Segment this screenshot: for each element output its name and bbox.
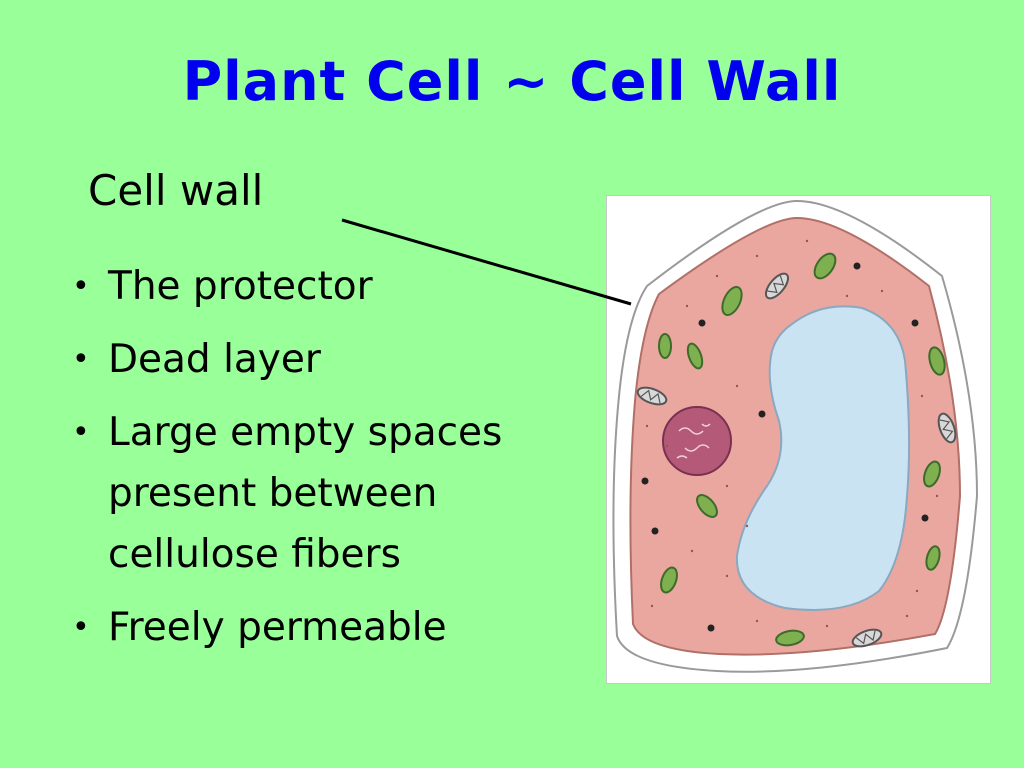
bullet-text: Freely permeable <box>108 605 447 650</box>
bullet-text: Dead layer <box>108 337 321 382</box>
bullet-dot-icon: • <box>72 269 90 304</box>
chloroplast <box>696 494 718 518</box>
granules <box>641 262 929 632</box>
chloroplast <box>923 460 941 488</box>
bullet-list: • The protector • Dead layer • Large empty … <box>72 256 552 670</box>
mitochondrion-cristae <box>767 275 785 294</box>
chloroplast <box>925 545 941 571</box>
bullet-item: • Dead layer <box>72 329 552 390</box>
bullet-text: Large empty spaces present between cellu… <box>108 410 503 577</box>
plant-cell-diagram <box>612 199 979 673</box>
ribosome-dots <box>645 239 939 628</box>
mitochondria <box>636 272 957 648</box>
bullet-item: • Freely permeable <box>72 597 552 658</box>
bullet-item: • Large empty spaces present between cell… <box>72 402 552 585</box>
plant-cell-figure <box>606 195 991 684</box>
chromatin <box>676 423 711 459</box>
cell-wall-heading: Cell wall <box>88 166 264 215</box>
chloroplast <box>686 342 704 370</box>
bullet-dot-icon: • <box>72 415 90 450</box>
chloroplast <box>660 566 678 594</box>
bullet-text: The protector <box>108 264 373 309</box>
chloroplast <box>775 629 805 647</box>
chloroplast <box>813 252 837 280</box>
chloroplast <box>928 346 946 376</box>
chloroplast <box>721 285 743 317</box>
chloroplasts <box>658 252 946 647</box>
slide-title: Plant Cell ~ Cell Wall <box>182 50 842 113</box>
chloroplast <box>658 333 672 359</box>
mitochondrion-cristae <box>855 630 876 645</box>
mitochondrion-cristae <box>640 389 661 404</box>
bullet-dot-icon: • <box>72 610 90 645</box>
mitochondrion-cristae <box>939 419 954 440</box>
nucleus <box>662 406 732 476</box>
bullet-item: • The protector <box>72 256 552 317</box>
vacuole <box>735 305 911 611</box>
bullet-dot-icon: • <box>72 342 90 377</box>
